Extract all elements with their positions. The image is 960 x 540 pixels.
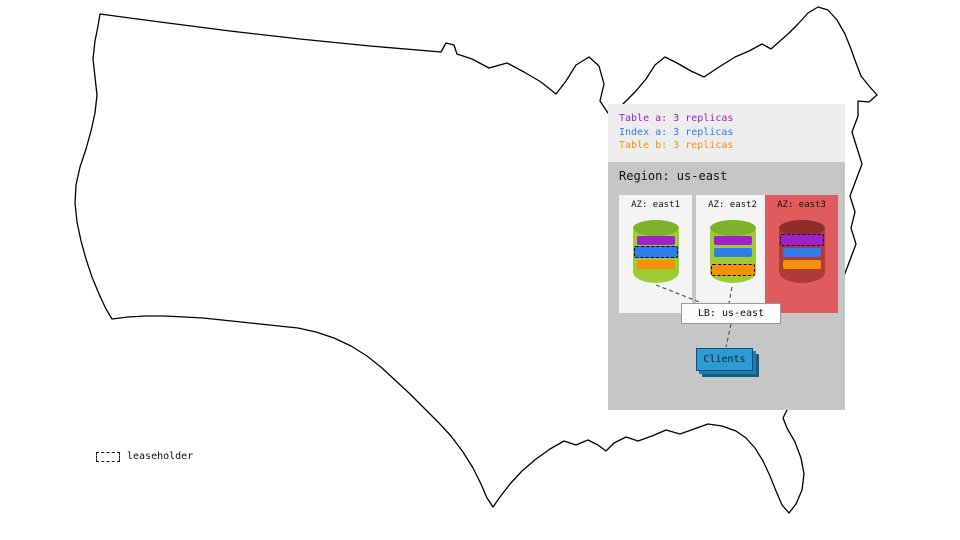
replica-bar-table-b (636, 260, 675, 269)
az-box-east3: AZ: east3 (765, 195, 838, 313)
legend-item-index-a: Index a: 3 replicas (619, 126, 734, 138)
db-node-east1 (632, 220, 679, 283)
replica-bar-table-a-leaseholder (779, 234, 824, 246)
connector-lb-clients (725, 323, 732, 348)
replica-bar-table-b (782, 260, 821, 269)
leaseholder-swatch-icon (96, 451, 120, 462)
connector-east2-lb (728, 286, 733, 304)
az-east3-label: AZ: east3 (777, 200, 826, 210)
us-map-outline (74, 6, 878, 514)
leaseholder-legend-label: leaseholder (127, 451, 194, 462)
az-box-east2: AZ: east2 (696, 195, 769, 313)
connector-east1-lb (655, 284, 703, 304)
legend-item-table-b: Table b: 3 replicas (619, 140, 734, 151)
az-box-east1: AZ: east1 (619, 195, 692, 313)
az-east2-label: AZ: east2 (708, 200, 757, 210)
db-node-east3 (778, 220, 825, 283)
replica-legend: Table a: 3 replicas Index a: 3 replicas … (608, 104, 845, 162)
db-node-east2 (709, 220, 756, 283)
replica-bar-table-b-leaseholder (710, 264, 755, 276)
load-balancer: LB: us-east (681, 303, 781, 324)
legend-item-table-a: Table a: 3 replicas (619, 113, 734, 124)
replica-bar-index-a (782, 248, 821, 257)
clients-label: Clients (696, 348, 753, 371)
replica-bar-index-a (713, 248, 752, 257)
az-east1-label: AZ: east1 (631, 200, 680, 210)
replica-bar-table-a (636, 236, 675, 245)
region-title: Region: us-east (619, 169, 728, 183)
leaseholder-legend: leaseholder (96, 451, 193, 462)
replica-bar-table-a (713, 236, 752, 245)
replica-bar-index-a-leaseholder (633, 246, 678, 258)
clients-node: Clients (696, 348, 760, 378)
